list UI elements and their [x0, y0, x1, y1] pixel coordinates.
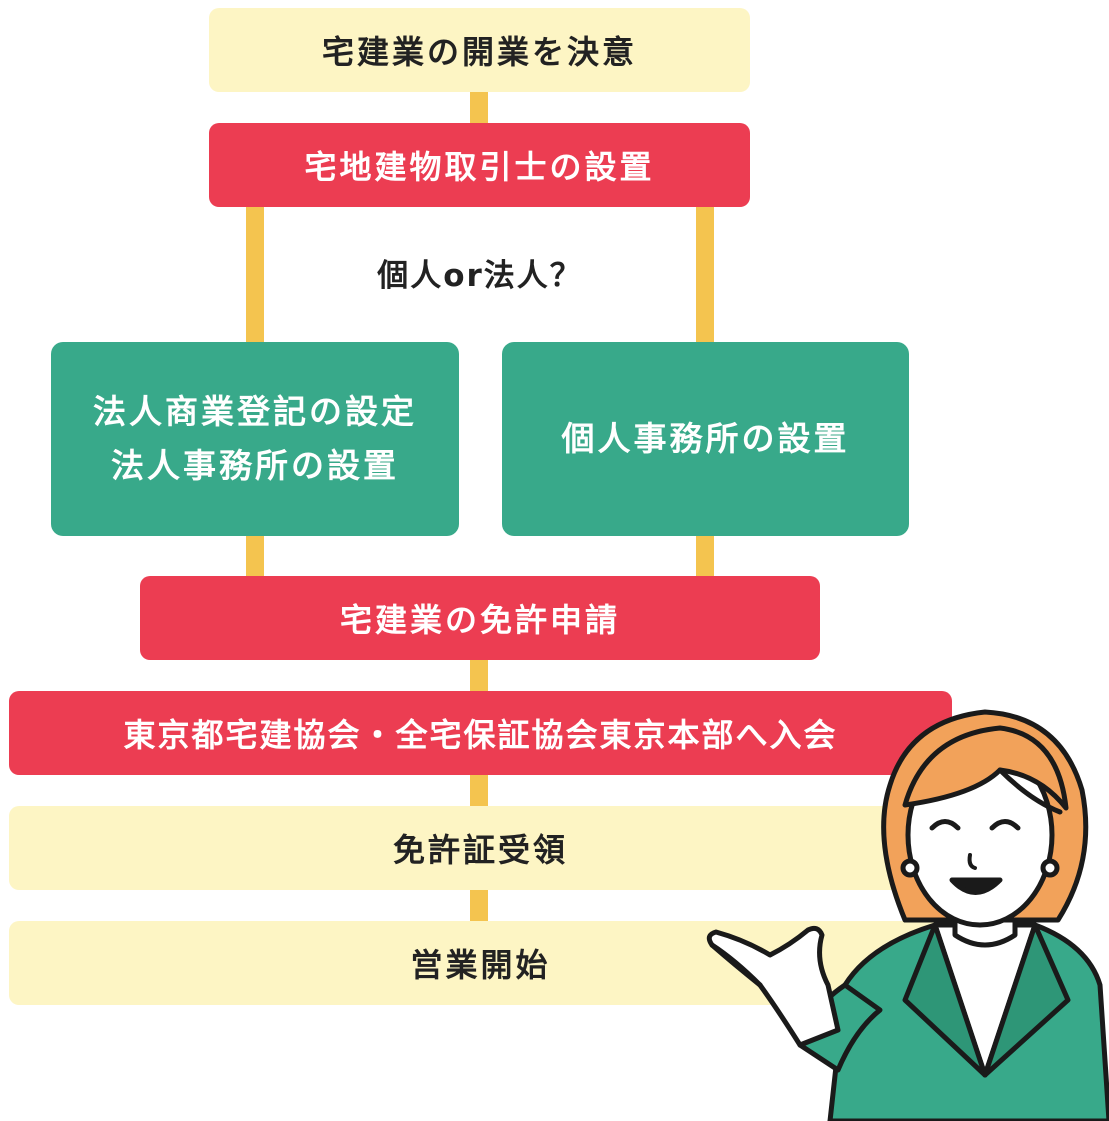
- step-corporate: 法人商業登記の設定 法人事務所の設置: [51, 342, 459, 536]
- step-apply: 宅建業の免許申請: [140, 576, 820, 660]
- corporate-line-1: 法人商業登記の設定: [93, 392, 417, 431]
- connector-corporate-apply: [246, 535, 264, 577]
- connector-individual-apply: [696, 535, 714, 577]
- corporate-line-2: 法人事務所の設置: [111, 446, 399, 485]
- step-decide: 宅建業の開業を決意: [209, 8, 750, 92]
- connector-receive-start: [470, 889, 488, 921]
- guide-woman-illustration: [706, 709, 1109, 1121]
- connector-apply-join: [470, 660, 488, 692]
- branch-question: 個人or法人？: [377, 258, 583, 294]
- step-individual: 個人事務所の設置: [502, 342, 909, 536]
- connector-decide-agent: [470, 92, 488, 124]
- connector-join-receive: [470, 774, 488, 806]
- connector-agent-corporate: [246, 206, 264, 344]
- step-join: 東京都宅建協会・全宅保証協会東京本部へ入会: [9, 691, 952, 775]
- connector-agent-individual: [696, 206, 714, 344]
- step-receive: 免許証受領: [9, 806, 952, 890]
- step-agent: 宅地建物取引士の設置: [209, 123, 750, 207]
